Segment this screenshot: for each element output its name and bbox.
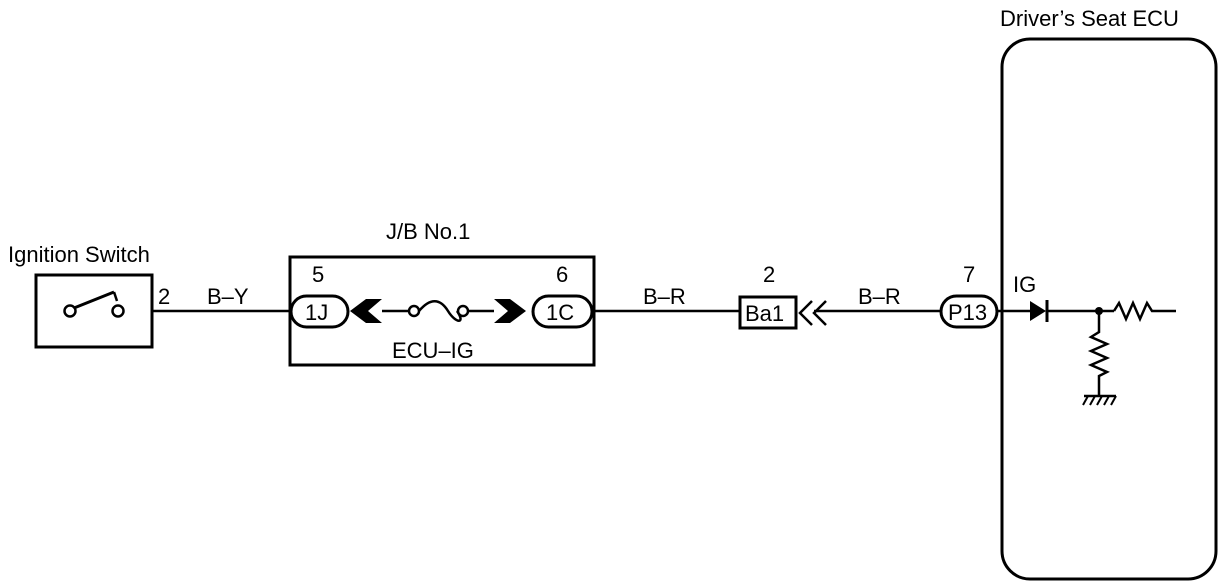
ecu-title: Driver’s Seat ECU: [1000, 6, 1179, 31]
wire-color-b-r-1: B–R: [643, 284, 686, 309]
ba1-chevron-icon: [798, 300, 813, 326]
diode-icon: [1030, 300, 1049, 322]
connector-1j-label: 1J: [305, 300, 328, 325]
ba1-chevron-icon-2: [812, 300, 827, 326]
jb-right-pin: 6: [556, 262, 568, 287]
ground-icon: [1082, 394, 1117, 406]
fuse-name: ECU–IG: [392, 338, 474, 363]
connector-1c: [531, 294, 594, 329]
switch-contact-icon: [63, 290, 125, 318]
drivers-seat-ecu: Driver’s Seat ECU 7 P13 IG: [939, 6, 1218, 581]
ba1-label: Ba1: [745, 301, 784, 326]
ignition-switch-title: Ignition Switch: [8, 242, 150, 267]
ignition-switch: Ignition Switch 2: [8, 242, 170, 349]
resistor-icon: [1112, 299, 1176, 323]
ig-label: IG: [1013, 272, 1036, 297]
ignition-switch-box: [34, 273, 154, 349]
connector-1j: [289, 294, 350, 329]
right-chevron-icon: [494, 299, 526, 323]
ba1-box: [738, 295, 798, 330]
pull-down-resistor-icon: [1087, 311, 1111, 396]
junction-block-title: J/B No.1: [386, 219, 470, 244]
ecu-pin: 7: [963, 262, 975, 287]
ecu-box: [1000, 37, 1218, 581]
wire-color-b-y: B–Y: [207, 284, 249, 309]
ba1-pin: 2: [763, 262, 775, 287]
connector-1c-label: 1C: [546, 300, 574, 325]
junction-block: J/B No.1 5 1J 6 1C ECU–IG: [288, 219, 596, 367]
left-chevron-icon: [350, 299, 382, 323]
connector-p13-label: P13: [948, 300, 987, 325]
splice-connector: 2 Ba1: [738, 262, 827, 330]
ignition-switch-pin: 2: [158, 284, 170, 309]
jb-left-pin: 5: [312, 262, 324, 287]
fuse-icon: [382, 300, 494, 322]
wire-color-b-r-2: B–R: [858, 284, 901, 309]
